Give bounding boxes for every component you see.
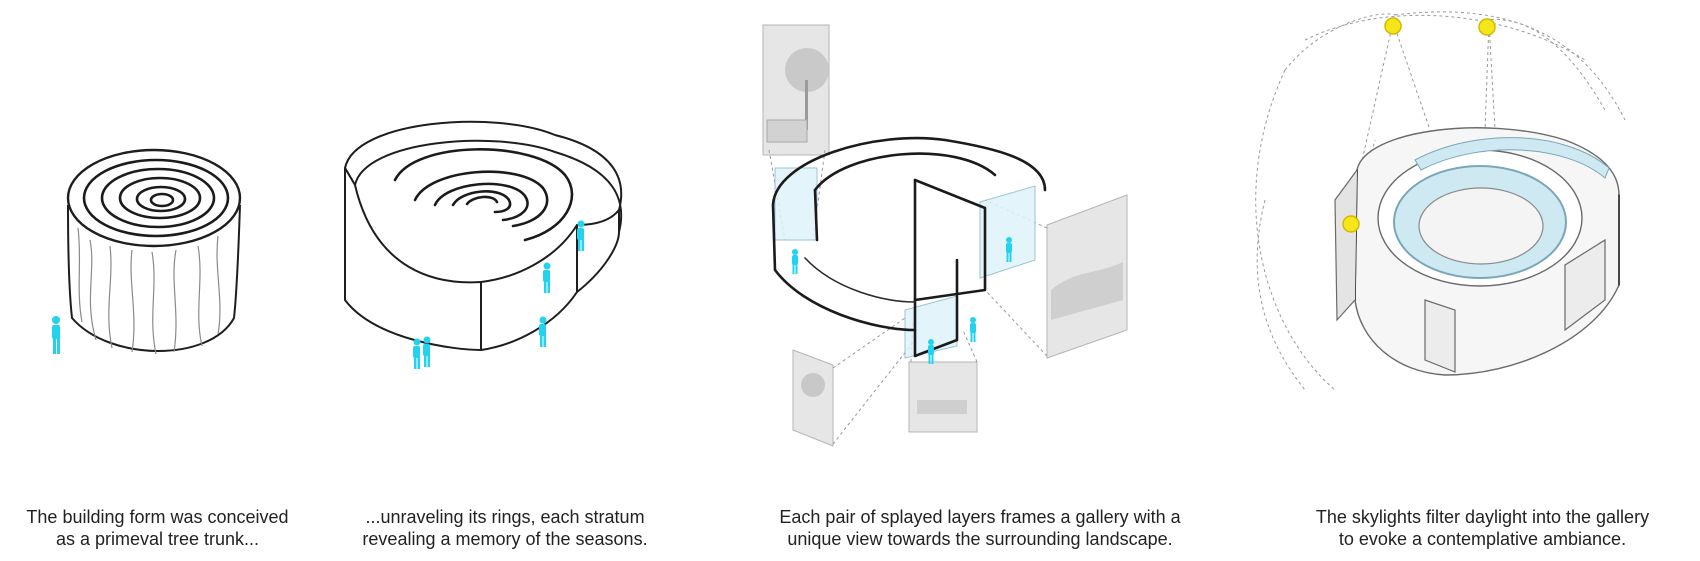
view-photo-right — [1046, 194, 1128, 359]
trunk-rings — [82, 158, 230, 238]
caption-line-2: revealing a memory of the seasons. — [362, 529, 648, 549]
person-figure — [1006, 237, 1012, 262]
person-figure — [577, 220, 585, 251]
trunk-top — [66, 148, 242, 248]
spiral-walls — [771, 136, 1047, 358]
skylights-drawing — [1255, 11, 1626, 391]
caption-line-1: Each pair of splayed layers frames a gal… — [779, 507, 1181, 527]
person-figures — [413, 220, 585, 369]
panel-unraveling-rings: ...unraveling its rings, each stratum re… — [315, 0, 695, 561]
panel-splayed-layers: Each pair of splayed layers frames a gal… — [695, 0, 1265, 561]
person-figure — [423, 336, 431, 367]
middle-wall-face — [480, 224, 578, 351]
view-photo-bottom — [908, 361, 978, 433]
person-figure — [928, 339, 934, 364]
unraveling-rings-drawing — [344, 120, 623, 369]
panel-skylights: The skylights filter daylight into the g… — [1255, 0, 1700, 561]
bark-grain — [77, 227, 221, 355]
skylight-outer-strip — [1414, 137, 1610, 179]
tree-trunk-drawing — [52, 148, 242, 355]
building-body — [1334, 127, 1620, 376]
caption-line-2: to evoke a contemplative ambiance. — [1338, 529, 1627, 549]
sun-markers — [1342, 17, 1496, 233]
person-figures — [792, 237, 1012, 364]
caption-line-1: The skylights filter daylight into the g… — [1315, 507, 1650, 527]
caption-unraveling-rings: ...unraveling its rings, each stratum re… — [315, 506, 695, 550]
caption-tree-trunk: The building form was conceived as a pri… — [0, 506, 315, 550]
person-figure — [52, 316, 60, 354]
caption-line-2: unique view towards the surrounding land… — [787, 529, 1173, 549]
caption-line-1: The building form was conceived — [26, 507, 289, 527]
sun-icon — [1384, 17, 1402, 35]
person-figure — [413, 338, 421, 369]
caption-skylights: The skylights filter daylight into the g… — [1265, 506, 1700, 550]
view-photo-top — [762, 24, 830, 156]
right-wall-face — [576, 209, 620, 293]
view-photo-bottom-left — [792, 349, 834, 447]
person-figure — [792, 249, 798, 274]
gallery-glass — [774, 167, 1036, 359]
caption-line-2: as a primeval tree trunk... — [55, 529, 260, 549]
sun-icon — [1478, 18, 1496, 36]
outer-wall-face — [344, 167, 482, 351]
inner-coils — [393, 148, 574, 242]
person-figure — [539, 316, 547, 347]
caption-splayed-layers: Each pair of splayed layers frames a gal… — [695, 506, 1265, 550]
person-figure — [543, 262, 551, 293]
person-figure — [970, 317, 976, 342]
caption-line-1: ...unraveling its rings, each stratum — [365, 507, 645, 527]
panel-tree-trunk: The building form was conceived as a pri… — [0, 0, 315, 561]
splayed-layers-drawing — [762, 24, 1128, 447]
outer-wall — [344, 120, 623, 233]
sun-icon — [1342, 215, 1360, 233]
